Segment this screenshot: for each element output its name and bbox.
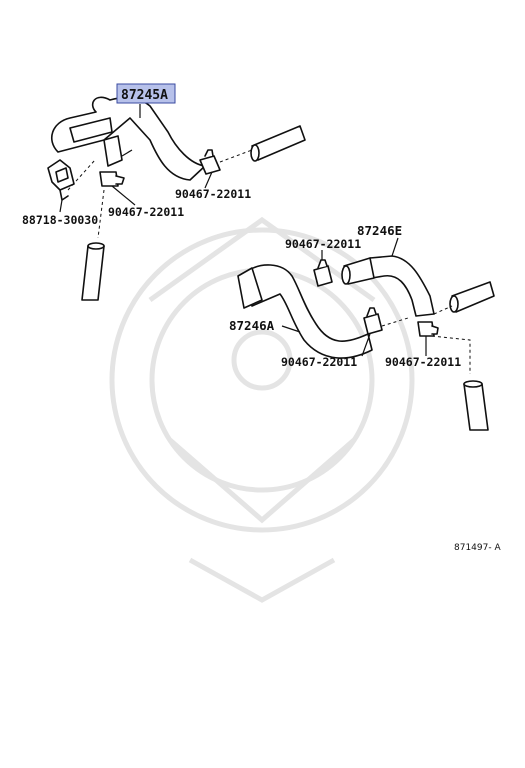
pipe-lower-left	[81, 242, 105, 301]
label-87245a: 87245A	[121, 88, 168, 103]
diagram-code: 871497- A	[454, 543, 501, 553]
label-clamp-right: 90467-22011	[385, 355, 461, 369]
hose-87246a[interactable]	[237, 264, 373, 359]
hose-87246e[interactable]	[369, 255, 435, 317]
pipe-upper-right	[250, 125, 306, 162]
label-clamp-top: 90467-22011	[175, 187, 251, 201]
label-highlight-box	[116, 83, 176, 104]
connector-fitting	[341, 257, 375, 285]
hose-87245a[interactable]	[50, 96, 206, 181]
pipe-right-lower	[463, 380, 489, 431]
clamp-icon	[363, 307, 383, 335]
clip-88718-30030[interactable]	[47, 159, 75, 201]
clamp-icon	[199, 149, 221, 175]
label-clamp-lower: 90467-22011	[281, 355, 357, 369]
label-88718-30030: 88718-30030	[22, 213, 98, 227]
clamp-icon	[417, 321, 439, 337]
label-clamp-mid: 90467-22011	[285, 237, 361, 251]
label-clamp-left: 90467-22011	[108, 205, 184, 219]
label-87245a-highlight[interactable]: 87245A	[116, 83, 176, 104]
label-87246a: 87246A	[229, 318, 275, 333]
clamp-icon	[313, 259, 333, 287]
clamp-icon	[99, 171, 125, 187]
label-87246e: 87246E	[357, 223, 402, 238]
pipe-right-upper	[449, 281, 495, 313]
